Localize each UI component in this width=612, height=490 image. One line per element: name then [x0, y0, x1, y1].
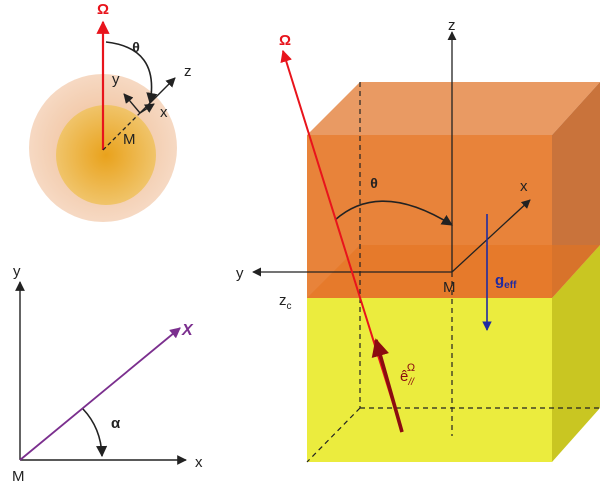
yellow-layer-front — [307, 298, 552, 462]
orange-layer-side — [552, 82, 600, 298]
box-z-label: z — [448, 17, 456, 34]
planet-theta-label: θ — [132, 39, 140, 55]
box-omega-arrow — [280, 49, 403, 433]
planet-y-axis — [123, 93, 141, 114]
angle-plot-origin-label: M — [12, 468, 25, 485]
hidden-edge-bottom-diag — [306, 407, 361, 463]
box-point-label: M — [443, 279, 456, 296]
box-omega-label: Ω — [279, 32, 291, 49]
orange-layer-top — [307, 82, 600, 135]
e-parallel-sup: Ω — [407, 362, 415, 374]
e-parallel-sub: // — [407, 377, 415, 388]
planet-z-label: z — [184, 63, 192, 80]
box-y-label: y — [236, 265, 244, 282]
planet-x-label: x — [160, 104, 168, 121]
g-eff-label: geff — [495, 272, 517, 291]
box-x-axis — [451, 199, 531, 273]
orange-back-band — [307, 245, 600, 298]
planet-omega-label: Ω — [97, 1, 109, 18]
g-eff-main: g — [495, 272, 504, 289]
e-parallel-arrow — [371, 338, 404, 433]
angle-plot: y x X α M — [12, 263, 203, 485]
planet-point-label: M — [123, 131, 136, 148]
box-theta-label: θ — [370, 175, 378, 191]
planet-figure: Ω θ z y x M — [29, 1, 192, 222]
zc-label: zc — [279, 292, 292, 312]
angle-plot-alpha-arc — [82, 408, 108, 458]
planet-y-label: y — [112, 71, 120, 88]
box-x-label: x — [520, 178, 528, 195]
planet-theta-arc — [105, 41, 158, 105]
layered-box: z y x M θ Ω ê//Ω geff zc — [236, 17, 600, 463]
planet-radius-dashed — [102, 112, 141, 151]
angle-plot-vector-label: X — [181, 322, 194, 339]
planet-x-axis — [139, 103, 155, 114]
angle-plot-x-label: x — [195, 454, 203, 471]
e-parallel-label: ê// Ω — [400, 362, 415, 388]
g-eff-sub: eff — [504, 280, 517, 291]
angle-plot-vector-x — [19, 327, 181, 461]
zc-sub: c — [287, 301, 292, 312]
box-theta-arc — [334, 200, 453, 226]
e-parallel-main: ê — [400, 368, 408, 385]
angle-plot-alpha-label: α — [111, 415, 121, 432]
angle-plot-y-label: y — [13, 263, 21, 280]
zc-main: z — [279, 292, 287, 309]
planet-inner-disc — [56, 105, 156, 205]
